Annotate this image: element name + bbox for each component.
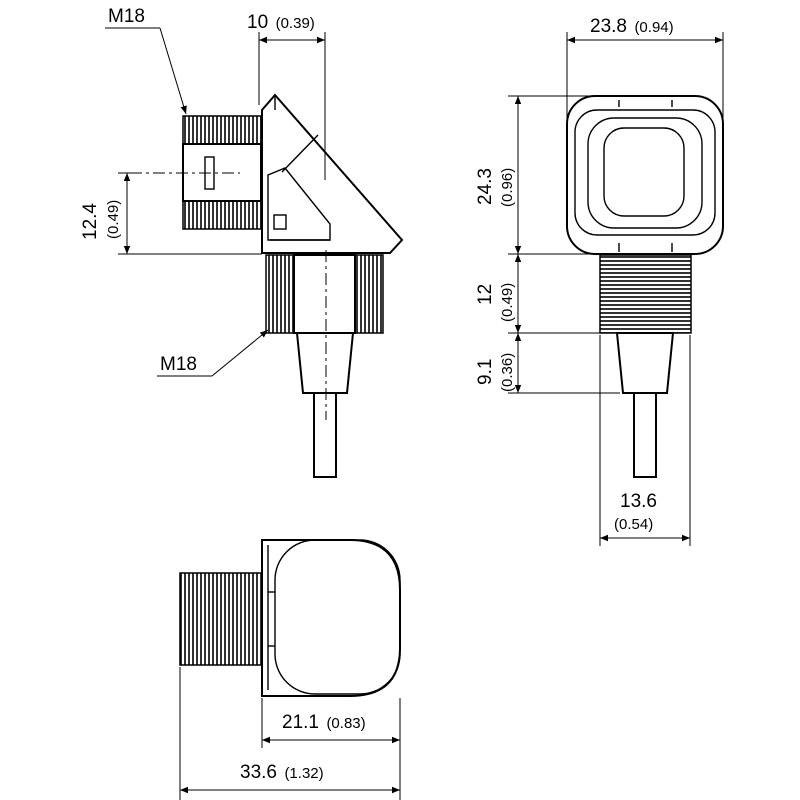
dim-axis-height: 12.4	[80, 203, 101, 240]
side-vertical-body	[293, 254, 356, 334]
thread-label-top: M18	[108, 6, 145, 27]
side-cable	[313, 392, 337, 478]
side-horizontal-thread-lower	[182, 200, 262, 230]
side-cable-gland	[295, 332, 355, 394]
front-cable-gland	[615, 332, 675, 394]
svg-text:(0.36): (0.36)	[499, 353, 516, 392]
front-view: 23.8 (0.94) 24.3 (0.96) 12 (0.49) 9.1 (0…	[475, 16, 724, 546]
svg-text:(0.96): (0.96)	[499, 168, 516, 207]
thread-label-bottom: M18	[160, 354, 197, 375]
dim-total-length: 33.6 (1.32)	[240, 762, 324, 783]
front-lens	[603, 127, 685, 217]
side-vertical-thread-right	[354, 254, 384, 334]
svg-text:(0.49): (0.49)	[105, 200, 122, 239]
front-cable	[633, 392, 657, 478]
top-head-lens	[274, 539, 401, 695]
dim-thread-length: 12	[475, 284, 496, 305]
front-head	[566, 95, 724, 255]
dim-nut-length: 9.1	[475, 359, 496, 385]
front-thread	[599, 254, 692, 334]
svg-text:(0.49): (0.49)	[499, 283, 516, 322]
dim-nut-width-inch: (0.54)	[614, 516, 653, 533]
dim-nut-width: 13.6	[620, 491, 657, 512]
side-view: M18 M18 10 (0.39) 12.4 (0.49)	[80, 6, 404, 478]
dim-head-width: 21.1 (0.83)	[282, 712, 366, 733]
side-horizontal-thread-upper	[182, 115, 262, 145]
dim-side-width: 10 (0.39)	[247, 12, 315, 33]
top-view: 21.1 (0.83) 33.6 (1.32)	[179, 539, 401, 800]
side-angled-head	[261, 93, 404, 254]
dim-front-width: 23.8 (0.94)	[590, 16, 674, 37]
dim-head-height: 24.3	[475, 168, 496, 205]
side-vertical-thread-left	[265, 254, 295, 334]
top-thread	[179, 572, 263, 666]
top-head-back	[261, 539, 401, 697]
